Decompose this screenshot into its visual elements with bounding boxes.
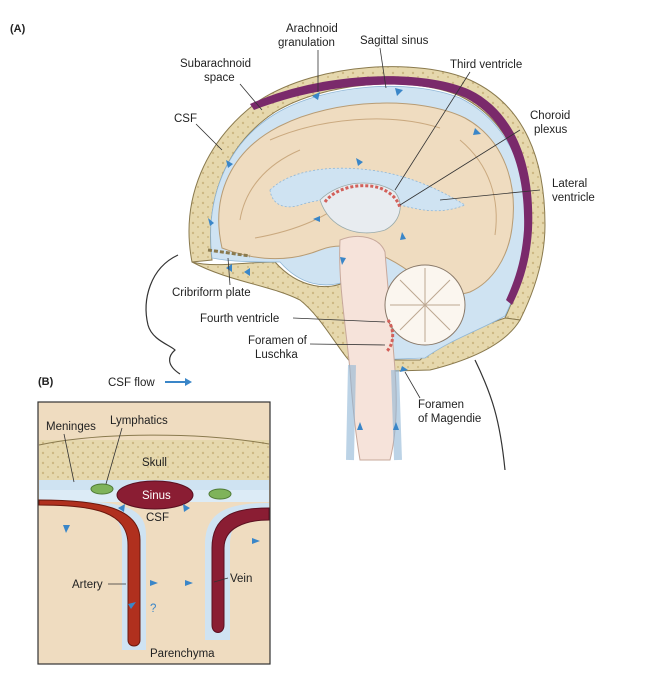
panel-b: (B) CSF flow — [37, 376, 271, 665]
csf-flow-arrow — [252, 538, 260, 544]
third-ventricle-label: Third ventricle — [450, 59, 522, 71]
csf-flow-arrow — [118, 504, 125, 512]
choroid-plexus-label-2: plexus — [534, 124, 567, 136]
thalamus — [319, 182, 401, 234]
lymphatic-vessel-left — [90, 483, 114, 495]
sinus-label: Sinus — [142, 490, 171, 502]
panel-b-letter: (B) — [38, 376, 54, 388]
parenchyma-label: Parenchyma — [150, 648, 215, 660]
artery-vessel — [38, 499, 141, 647]
csf-flow-arrow — [400, 232, 406, 240]
skull-label: Skull — [142, 457, 167, 469]
panel-a: (A) — [10, 23, 595, 471]
leader-lines-a — [195, 47, 541, 399]
csf-flow-legend-arrow-head — [185, 378, 192, 386]
subarachnoid-space-label-2: space — [204, 72, 235, 84]
csf-flow-arrow — [393, 422, 399, 430]
csf-flow-arrow — [312, 92, 320, 100]
sagittal-sinus-label: Sagittal sinus — [360, 35, 429, 47]
leader-lines-b — [63, 427, 229, 585]
subarachnoid-space-label-1: Subarachnoid — [180, 58, 251, 70]
csf-flow-arrow — [356, 158, 363, 166]
csf-flow-arrow — [185, 580, 193, 586]
lateral-ventricle-label-2: ventricle — [552, 192, 595, 204]
foramen-magendie-label-2: of Magendie — [418, 413, 481, 425]
csf-label-a: CSF — [174, 113, 197, 125]
skull-top-edge — [38, 434, 270, 446]
csf-flow-arrow — [473, 128, 481, 135]
csf-flow-arrow — [128, 602, 136, 609]
csf-flow-arrow — [63, 525, 70, 533]
labels-b: Meninges Lymphatics Skull Sinus CSF Arte… — [46, 415, 252, 660]
sagittal-sinus — [250, 76, 533, 305]
csf-flow-arrow — [313, 216, 320, 222]
csf-flow-arrows-a — [208, 88, 481, 430]
arachnoid-granulation-label-2: granulation — [278, 37, 335, 49]
csf-flow-arrow — [400, 366, 408, 372]
csf-flow-arrow — [226, 160, 233, 168]
cribriform-plate-label: Cribriform plate — [172, 287, 251, 299]
artery-label: Artery — [72, 579, 103, 591]
lymphatics-label: Lymphatics — [110, 415, 168, 427]
fourth-ventricle-label: Fourth ventricle — [200, 313, 279, 325]
sinus-shape — [116, 480, 194, 510]
csf-flow-arrow — [150, 580, 158, 586]
lateral-ventricle-label-1: Lateral — [552, 178, 587, 190]
cerebellum — [384, 264, 466, 346]
csf-flow-arrow — [208, 218, 214, 226]
csf-flow-legend-label: CSF flow — [108, 377, 155, 389]
csf-flow-arrow — [357, 422, 363, 430]
panel-a-letter: (A) — [10, 23, 26, 35]
vein-vessel — [211, 507, 270, 633]
foramen-luschka-label-2: Luschka — [255, 349, 298, 361]
skull-band — [39, 440, 269, 480]
arachnoid-granulation-label-1: Arachnoid — [286, 23, 338, 35]
vein-label: Vein — [230, 573, 252, 585]
csf-flow-arrow — [340, 257, 346, 265]
neck-outline — [474, 359, 506, 471]
csf-flow-arrow — [183, 504, 190, 512]
csf-flow-arrow — [395, 88, 403, 96]
cribriform-plate — [207, 248, 251, 258]
foramen-magendie-label-1: Foramen — [418, 399, 464, 411]
choroid-plexus — [323, 184, 402, 209]
spinal-csf — [346, 364, 402, 461]
lymphatic-vessel-right — [208, 488, 232, 500]
csf-flow-legend: CSF flow — [108, 377, 192, 389]
csf-flow-arrows-b — [63, 504, 260, 609]
labels-a: Arachnoid granulation Sagittal sinus Sub… — [172, 23, 595, 425]
foramen-luschka-label-1: Foramen of — [248, 335, 308, 347]
csf-flow-arrow — [244, 268, 250, 276]
face-outline — [145, 254, 181, 375]
question-mark-label: ? — [150, 603, 156, 615]
meninges-label: Meninges — [46, 421, 96, 433]
fourth-ventricle-choroid — [384, 319, 395, 354]
choroid-plexus-label-1: Choroid — [530, 110, 570, 122]
csf-label-b: CSF — [146, 512, 169, 524]
